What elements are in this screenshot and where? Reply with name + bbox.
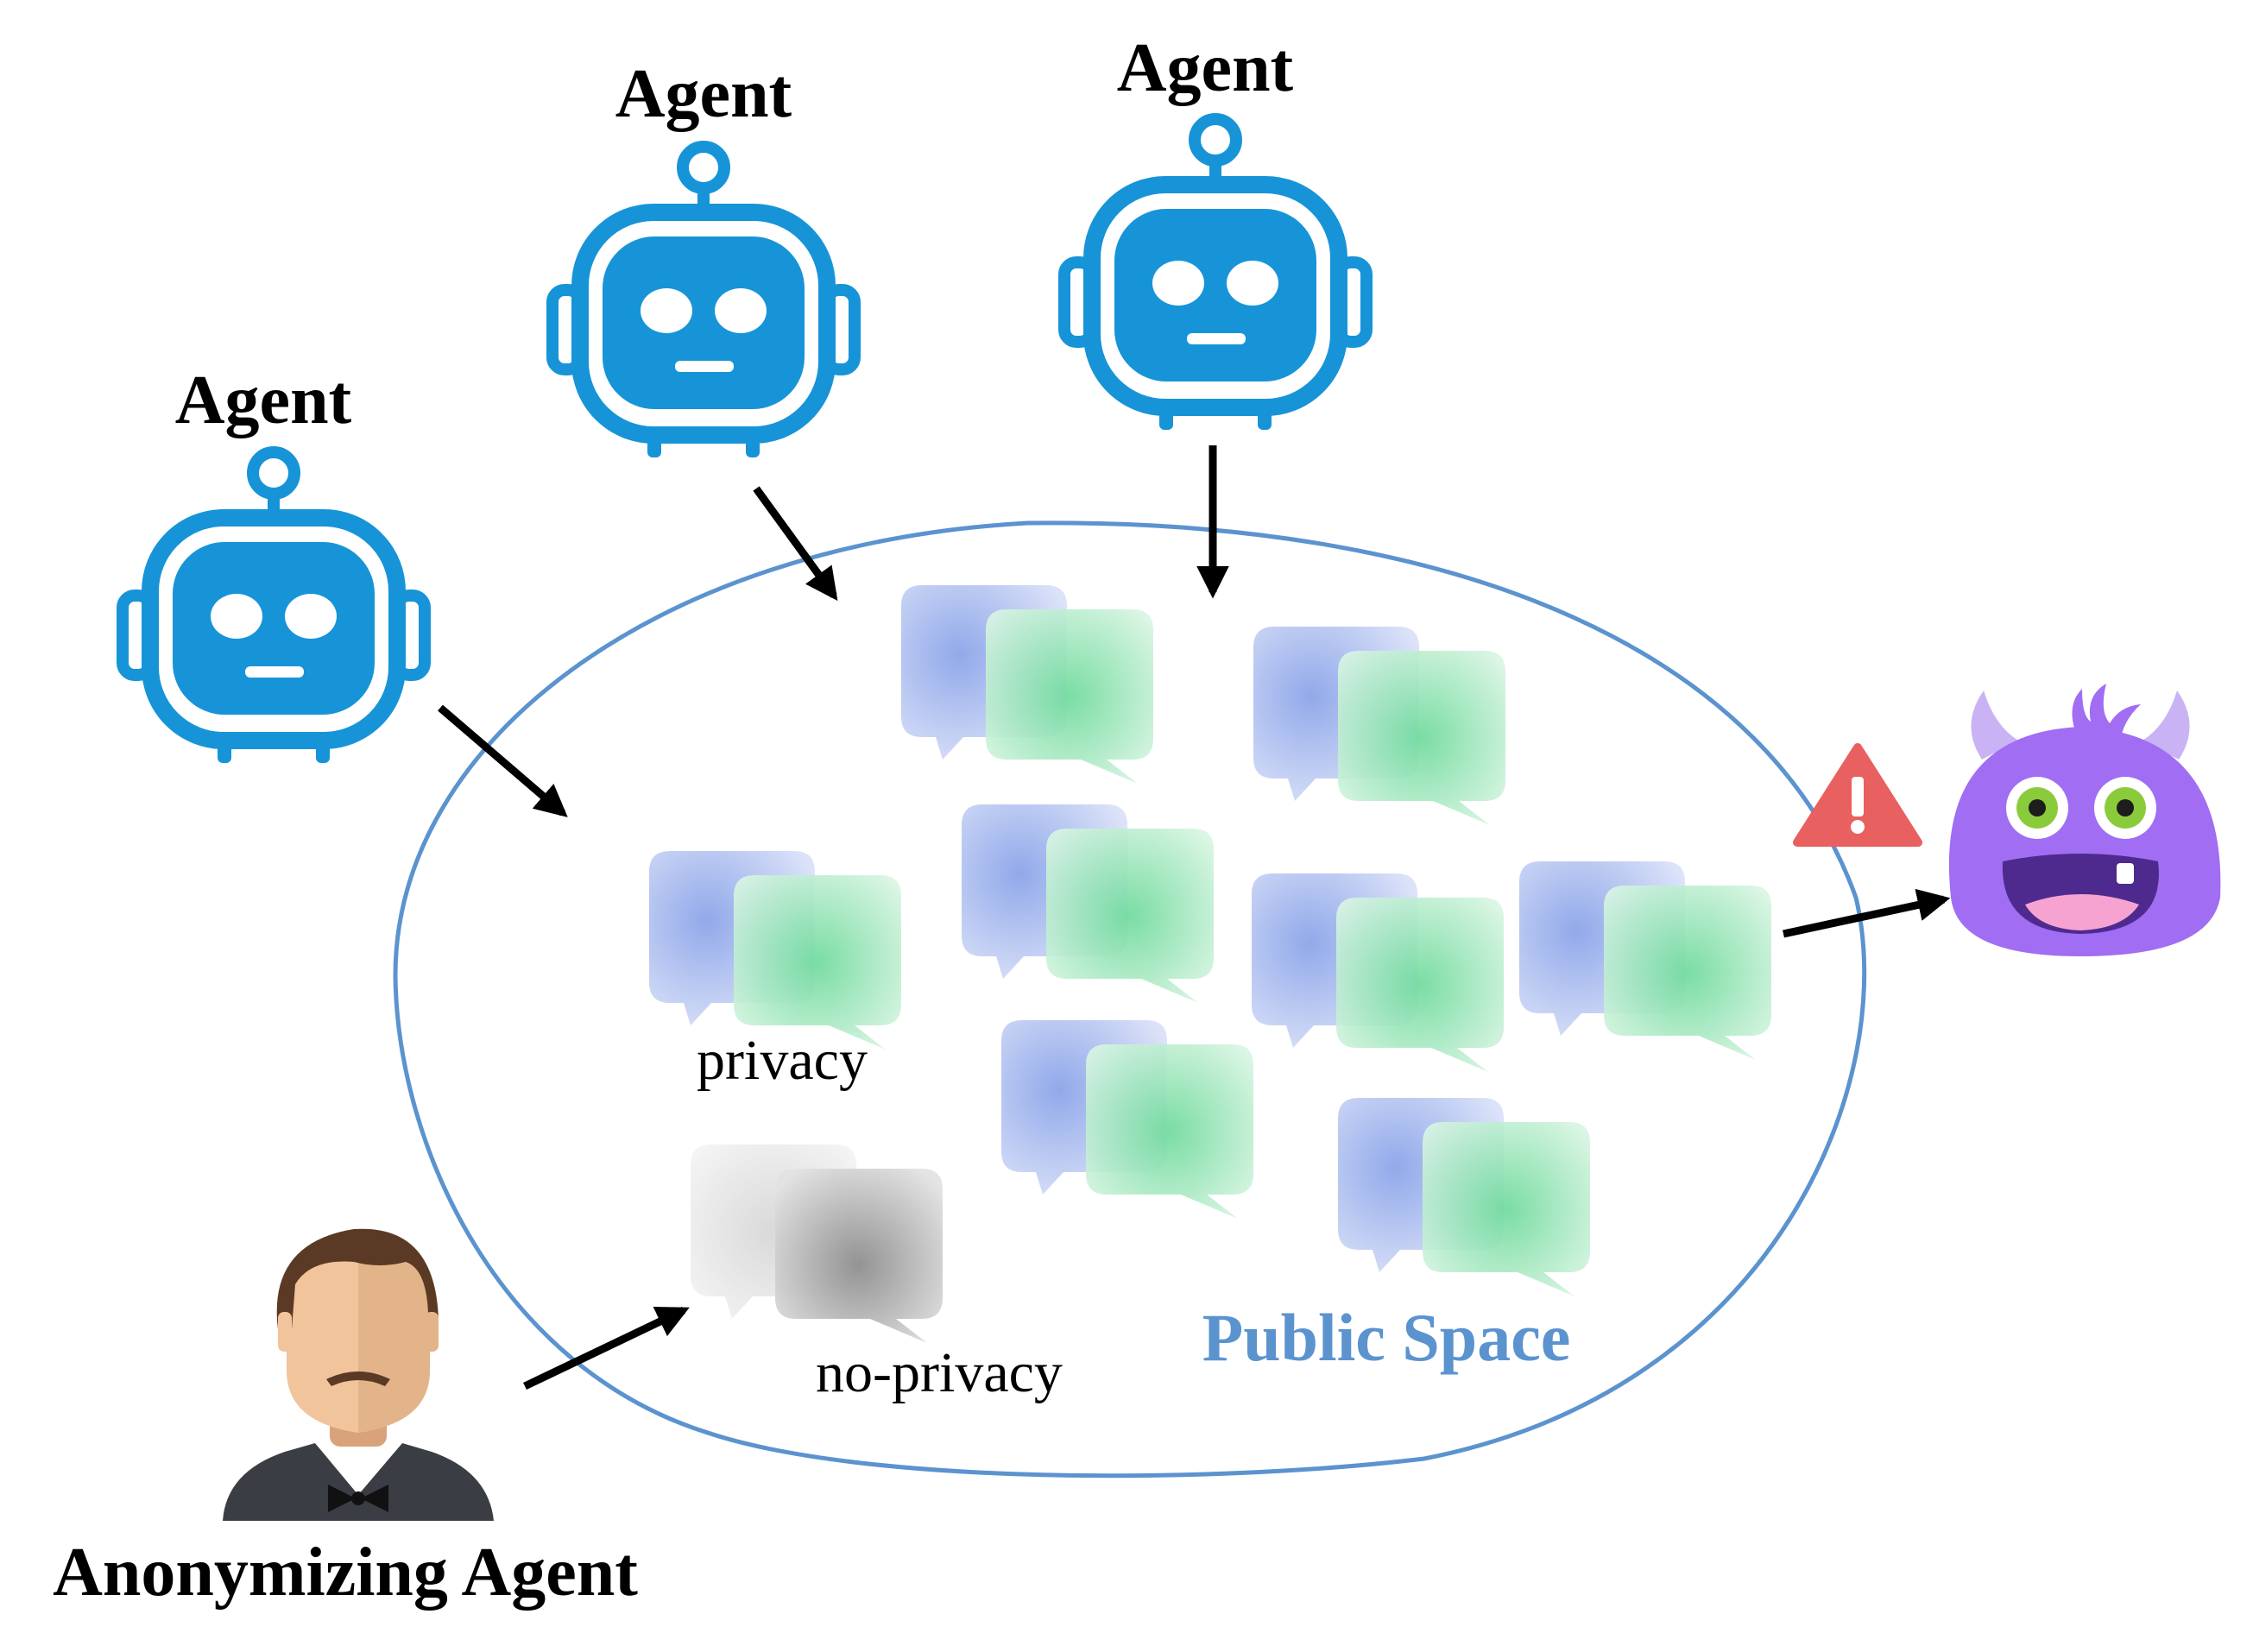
arrow-anonymizing-agent — [523, 1306, 690, 1390]
robot-icon-left — [123, 452, 425, 763]
arrow-to-attacker — [1783, 888, 1951, 938]
chat-bubble-icon — [1519, 861, 1771, 1060]
monster-icon — [1948, 684, 2221, 956]
chat-bubble-icon — [1001, 1020, 1253, 1219]
chat-bubble-icon-anonymized — [691, 1144, 943, 1343]
robot-icon-right — [1064, 119, 1366, 430]
warning-icon — [1793, 743, 1922, 847]
public-space-label: Public Space — [1202, 1300, 1571, 1375]
arrow-middle-agent — [753, 486, 838, 602]
public-space-boundary — [393, 520, 1867, 1479]
person-icon — [223, 1228, 494, 1521]
arrow-left-agent — [438, 704, 568, 817]
anonymizing-agent-label: Anonymizing Agent — [53, 1535, 638, 1611]
chat-bubble-icon — [1338, 1098, 1590, 1296]
chat-bubble-icon — [1253, 627, 1505, 825]
chat-bubble-icon — [901, 585, 1153, 784]
robot-icon-middle — [552, 147, 855, 457]
no-privacy-label: no-privacy — [816, 1341, 1063, 1404]
agent-label-right: Agent — [1117, 30, 1294, 106]
chat-bubble-icon — [962, 804, 1214, 1003]
chat-bubble-icon — [649, 851, 901, 1050]
agent-label-left: Agent — [175, 363, 352, 438]
privacy-label: privacy — [697, 1029, 868, 1092]
chat-bubble-icon — [1252, 873, 1504, 1072]
agent-label-middle: Agent — [615, 56, 792, 132]
